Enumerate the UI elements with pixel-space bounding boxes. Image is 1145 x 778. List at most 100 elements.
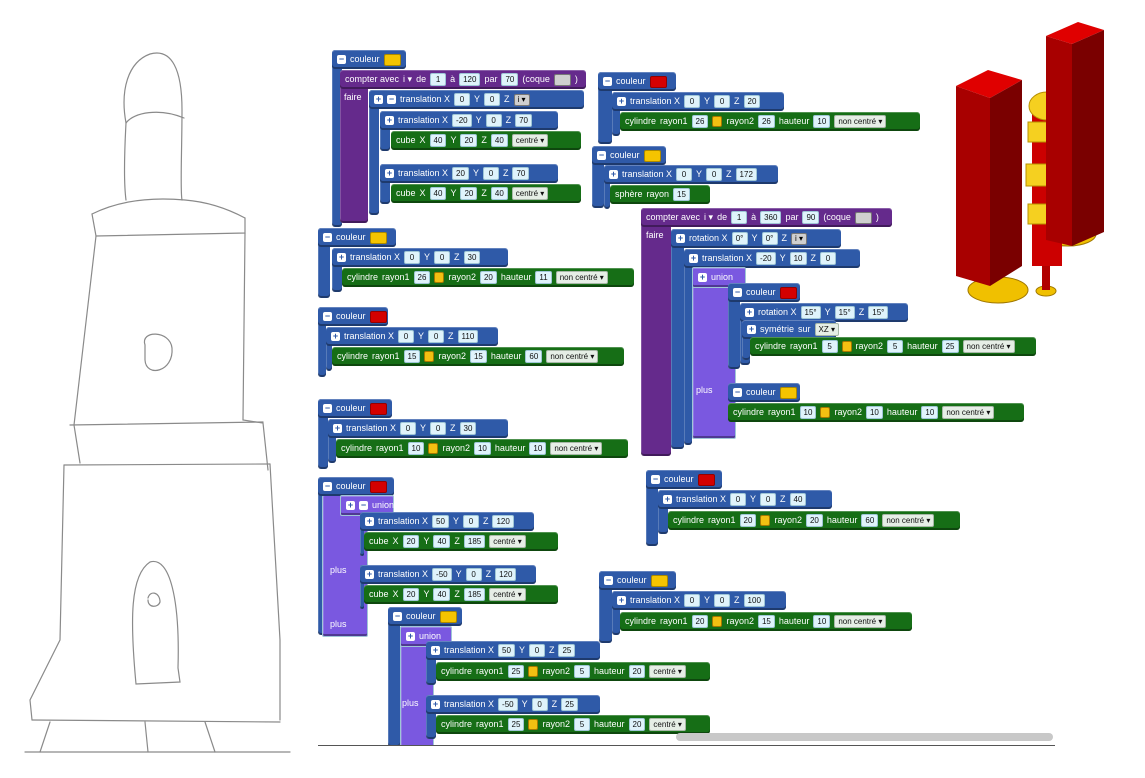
lock-icon[interactable] [841,341,852,352]
number-field[interactable]: 0 [462,515,479,528]
number-field[interactable]: 0 [465,568,482,581]
number-field[interactable]: 0 [714,594,731,607]
color-swatch[interactable] [643,149,661,162]
number-field[interactable]: -50 [498,698,518,711]
number-field[interactable]: 0 [531,698,548,711]
number-field[interactable]: 0 [484,93,501,106]
color-swatch[interactable] [369,231,387,244]
number-field[interactable]: 5 [573,665,590,678]
number-field[interactable]: 15° [800,306,821,319]
collapse-icon[interactable]: − [651,474,660,484]
block[interactable]: −couleur [318,399,392,418]
dropdown-field[interactable]: non centré ▾ [550,442,603,455]
number-field[interactable]: 10 [865,406,883,419]
number-field[interactable]: 0 [404,251,421,264]
number-field[interactable]: 70 [515,114,533,127]
dropdown-field[interactable]: non centré ▾ [962,340,1015,353]
number-field[interactable]: 10 [813,115,831,128]
number-field[interactable]: 110 [457,330,479,343]
block[interactable]: −couleur [388,607,462,626]
number-field[interactable]: 0 [528,644,545,657]
number-field[interactable]: 25 [507,718,525,731]
block[interactable]: +−union [340,495,394,516]
lock-icon[interactable] [820,407,831,418]
dropdown-field[interactable]: centré ▾ [511,134,549,147]
dropdown-field[interactable]: XZ ▾ [814,323,839,336]
collapse-icon[interactable]: − [337,54,346,64]
number-field[interactable]: 0 [706,168,723,181]
number-field[interactable]: 20 [479,271,497,284]
collapse-icon[interactable]: − [603,76,612,86]
expand-icon[interactable]: + [346,500,355,510]
number-field[interactable]: 20 [805,514,823,527]
number-field[interactable]: 20 [452,167,469,180]
number-field[interactable]: 120 [492,515,514,528]
expand-icon[interactable]: + [747,324,756,334]
number-field[interactable]: 15° [868,306,889,319]
number-field[interactable]: 172 [735,168,757,181]
lock-icon[interactable] [712,116,723,127]
color-swatch[interactable] [369,480,387,493]
number-field[interactable]: 0 [454,93,471,106]
dropdown-field[interactable]: centré ▾ [649,665,686,678]
number-field[interactable]: 40 [490,134,508,147]
expand-icon[interactable]: + [374,94,383,104]
number-field[interactable]: 360 [760,211,782,224]
number-field[interactable]: 40 [429,134,447,147]
number-field[interactable]: 0 [760,493,777,506]
number-field[interactable]: 40 [789,493,807,506]
block[interactable]: −couleur [728,383,800,402]
number-field[interactable]: 40 [429,187,447,200]
lock-icon[interactable] [434,272,445,283]
block[interactable]: −couleur [599,571,676,590]
lock-icon[interactable] [428,443,439,454]
number-field[interactable]: 0 [714,95,731,108]
number-field[interactable]: 10 [407,442,425,455]
lock-icon[interactable] [424,351,435,362]
block[interactable]: −couleur [728,283,800,302]
collapse-icon[interactable]: − [323,311,332,321]
expand-icon[interactable]: + [431,699,440,709]
expand-icon[interactable]: + [331,331,340,341]
checkbox-toggle[interactable]: i ▾ [513,93,530,106]
number-field[interactable]: 40 [433,588,451,601]
number-field[interactable]: 90 [802,211,820,224]
expand-icon[interactable]: + [385,168,394,178]
checkbox-toggle[interactable] [854,211,872,224]
collapse-icon[interactable]: − [733,287,742,297]
expand-icon[interactable]: + [431,645,440,655]
number-field[interactable]: 30 [463,251,481,264]
number-field[interactable]: 0 [485,114,502,127]
number-field[interactable]: 26 [413,271,431,284]
expand-icon[interactable]: + [663,494,672,504]
block[interactable]: +union [692,267,746,288]
number-field[interactable]: 10 [789,252,807,265]
collapse-icon[interactable]: − [604,575,613,585]
number-field[interactable]: 0 [400,422,417,435]
checkbox-toggle[interactable] [553,73,571,86]
block[interactable]: −couleur [598,72,676,91]
number-field[interactable]: -20 [756,252,776,265]
color-swatch[interactable] [369,310,387,323]
number-field[interactable]: 5 [887,340,904,353]
number-field[interactable]: 20 [460,134,478,147]
horizontal-scrollbar[interactable] [676,733,1053,741]
number-field[interactable]: 40 [433,535,451,548]
number-field[interactable]: 10 [813,615,831,628]
